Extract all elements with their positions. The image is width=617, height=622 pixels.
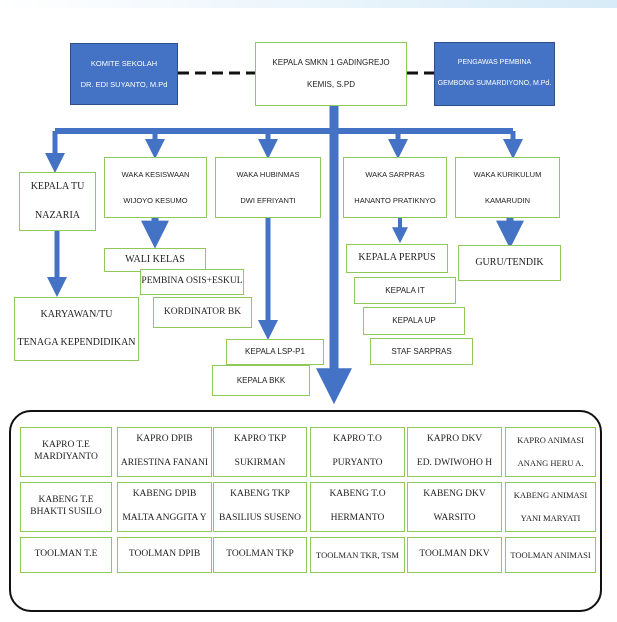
pengawas-title: PENGAWAS PEMBINA <box>457 59 532 67</box>
karyawan-line1: KARYAWAN/TU <box>40 308 113 320</box>
kapro-animasi-name: ANANG HERU A. <box>517 458 584 468</box>
kepala-it-box: KEPALA IT <box>354 277 456 304</box>
kapro-tkp-title: KAPRO TKP <box>233 434 287 445</box>
kabeng-dkv-box: KABENG DKV WARSITO <box>407 482 502 532</box>
waka-kesiswaan-box: WAKA KESISWAAN WIJOYO KESUMO <box>104 157 207 218</box>
kapro-animasi-box: KAPRO ANIMASI ANANG HERU A. <box>505 427 596 477</box>
kapro-tkp-box: KAPRO TKP SUKIRMAN <box>213 427 307 477</box>
komite-name: DR. EDI SUYANTO, M.Pd <box>80 80 168 89</box>
toolman-dkv-box: TOOLMAN DKV <box>407 537 502 573</box>
kapro-te-box: KAPRO T.E MARDIYANTO <box>20 427 112 477</box>
kapro-animasi-title: KAPRO ANIMASI <box>517 435 584 446</box>
sarpras-name: HANANTO PRATIKNYO <box>354 195 436 205</box>
kurikulum-name: KAMARUDIN <box>484 195 530 205</box>
toolman-dkv-label: TOOLMAN DKV <box>419 549 490 560</box>
pembina-osis-label: PEMBINA OSIS+ESKUL <box>141 276 243 287</box>
kabeng-to-name: HERMANTO <box>330 513 385 523</box>
waka-sarpras-box: WAKA SARPRAS HANANTO PRATIKNYO <box>343 157 447 218</box>
waka-hubinmas-box: WAKA HUBINMAS DWI EFRIYANTI <box>215 157 321 218</box>
kepala-name: KEMIS, S.PD <box>306 80 355 89</box>
toolman-tkr-tsm-box: TOOLMAN TKR, TSM <box>310 537 405 573</box>
karyawan-box: KARYAWAN/TU TENAGA KEPENDIDIKAN <box>14 297 139 361</box>
staf-sarpras-label: STAF SARPRAS <box>391 346 452 356</box>
kepala-tu-title: KEPALA TU <box>30 181 85 192</box>
toolman-animasi-box: TOOLMAN ANIMASI <box>505 537 596 573</box>
kesiswaan-name: WIJOYO KESUMO <box>123 195 188 205</box>
kabeng-to-title: KABENG T.O <box>329 489 386 500</box>
kabeng-tkp-title: KABENG TKP <box>230 489 290 500</box>
pengawas-pembina-box: PENGAWAS PEMBINA GEMBONG SUMARDIYONO, M.… <box>434 42 555 106</box>
kabeng-tkp-box: KABENG TKP BASILIUS SUSENO <box>213 482 307 532</box>
kabeng-te-name: BHAKTI SUSILO <box>30 507 102 517</box>
kabeng-animasi-box: KABENG ANIMASI YANI MARYATI <box>505 482 596 532</box>
kapro-to-title: KAPRO T.O <box>333 434 382 445</box>
kepala-lsp-label: KEPALA LSP-P1 <box>245 347 305 356</box>
kepala-bkk-label: KEPALA BKK <box>236 375 286 385</box>
kepala-lsp-box: KEPALA LSP-P1 <box>226 339 324 365</box>
top-gradient-bar <box>0 0 617 8</box>
toolman-tkp-label: TOOLMAN TKP <box>226 549 294 560</box>
wali-kelas-box: WALI KELAS <box>104 248 206 272</box>
kepala-perpus-box: KEPALA PERPUS <box>346 244 448 273</box>
kapro-te-title: KAPRO T.E <box>42 440 90 451</box>
staf-sarpras-box: STAF SARPRAS <box>370 338 473 365</box>
kesiswaan-title: WAKA KESISWAAN <box>121 170 190 180</box>
pengawas-name: GEMBONG SUMARDIYONO, M.Pd. <box>437 80 552 87</box>
kapro-dkv-name: ED. DWIWOHO H <box>416 458 493 468</box>
kabeng-to-box: KABENG T.O HERMANTO <box>310 482 405 532</box>
pembina-osis-box: PEMBINA OSIS+ESKUL <box>140 269 244 295</box>
kabeng-dkv-title: KABENG DKV <box>423 489 486 500</box>
kabeng-tkp-name: BASILIUS SUSENO <box>218 513 302 523</box>
kabeng-animasi-name: YANI MARYATI <box>520 513 581 523</box>
waka-kurikulum-box: WAKA KURIKULUM KAMARUDIN <box>455 157 560 218</box>
guru-tendik-box: GURU/TENDIK <box>458 245 561 281</box>
kepala-tu-box: KEPALA TU NAZARIA <box>19 172 96 231</box>
toolman-te-box: TOOLMAN T.E <box>20 537 112 573</box>
kurikulum-title: WAKA KURIKULUM <box>473 170 542 180</box>
kapro-to-name: PURYANTO <box>332 458 383 468</box>
kapro-dpib-title: KAPRO DPIB <box>136 434 193 445</box>
kapro-tkp-name: SUKIRMAN <box>234 458 286 468</box>
kabeng-te-box: KABENG T.E BHAKTI SUSILO <box>20 482 112 532</box>
kordinator-bk-label: KORDINATOR BK <box>163 306 242 317</box>
komite-sekolah-box: KOMITE SEKOLAH DR. EDI SUYANTO, M.Pd <box>70 43 178 105</box>
kabeng-animasi-title: KABENG ANIMASI <box>513 490 588 501</box>
kepala-up-box: KEPALA UP <box>363 307 465 335</box>
kepala-it-label: KEPALA IT <box>385 285 425 295</box>
kabeng-dpib-title: KABENG DPIB <box>132 489 197 500</box>
kapro-dpib-name: ARIESTINA FANANI <box>120 458 209 468</box>
kepala-title: KEPALA SMKN 1 GADINGREJO <box>272 58 390 67</box>
kepala-tu-name: NAZARIA <box>35 209 80 221</box>
toolman-tkr-tsm-label: TOOLMAN TKR, TSM <box>316 549 399 560</box>
toolman-animasi-label: TOOLMAN ANIMASI <box>510 549 591 560</box>
kabeng-dpib-box: KABENG DPIB MALTA ANGGITA Y <box>117 482 212 532</box>
hubinmas-title: WAKA HUBINMAS <box>236 170 300 180</box>
toolman-dpib-label: TOOLMAN DPIB <box>128 549 201 560</box>
guru-tendik-label: GURU/TENDIK <box>475 256 544 268</box>
kabeng-te-title: KABENG T.E <box>38 495 94 506</box>
hubinmas-name: DWI EFRIYANTI <box>240 195 296 205</box>
kepala-perpus-label: KEPALA PERPUS <box>358 252 436 264</box>
komite-title: KOMITE SEKOLAH <box>90 58 158 68</box>
kepala-up-label: KEPALA UP <box>392 316 436 325</box>
kapro-dkv-title: KAPRO DKV <box>426 434 483 445</box>
kepala-sekolah-box: KEPALA SMKN 1 GADINGREJO KEMIS, S.PD <box>255 42 407 106</box>
kapro-dkv-box: KAPRO DKV ED. DWIWOHO H <box>407 427 502 477</box>
toolman-te-label: TOOLMAN T.E <box>34 549 98 560</box>
kapro-dpib-box: KAPRO DPIB ARIESTINA FANANI <box>117 427 212 477</box>
kabeng-dpib-name: MALTA ANGGITA Y <box>122 513 207 523</box>
kepala-bkk-box: KEPALA BKK <box>212 365 310 396</box>
kapro-to-box: KAPRO T.O PURYANTO <box>310 427 405 477</box>
kabeng-dkv-name: WARSITO <box>433 513 476 523</box>
karyawan-line2: TENAGA KEPENDIDIKAN <box>17 337 136 348</box>
toolman-dpib-box: TOOLMAN DPIB <box>117 537 212 573</box>
toolman-tkp-box: TOOLMAN TKP <box>213 537 307 573</box>
wali-kelas-label: WALI KELAS <box>125 253 185 265</box>
kordinator-bk-box: KORDINATOR BK <box>153 297 252 328</box>
kapro-te-name: MARDIYANTO <box>34 452 98 462</box>
sarpras-title: WAKA SARPRAS <box>365 170 425 180</box>
